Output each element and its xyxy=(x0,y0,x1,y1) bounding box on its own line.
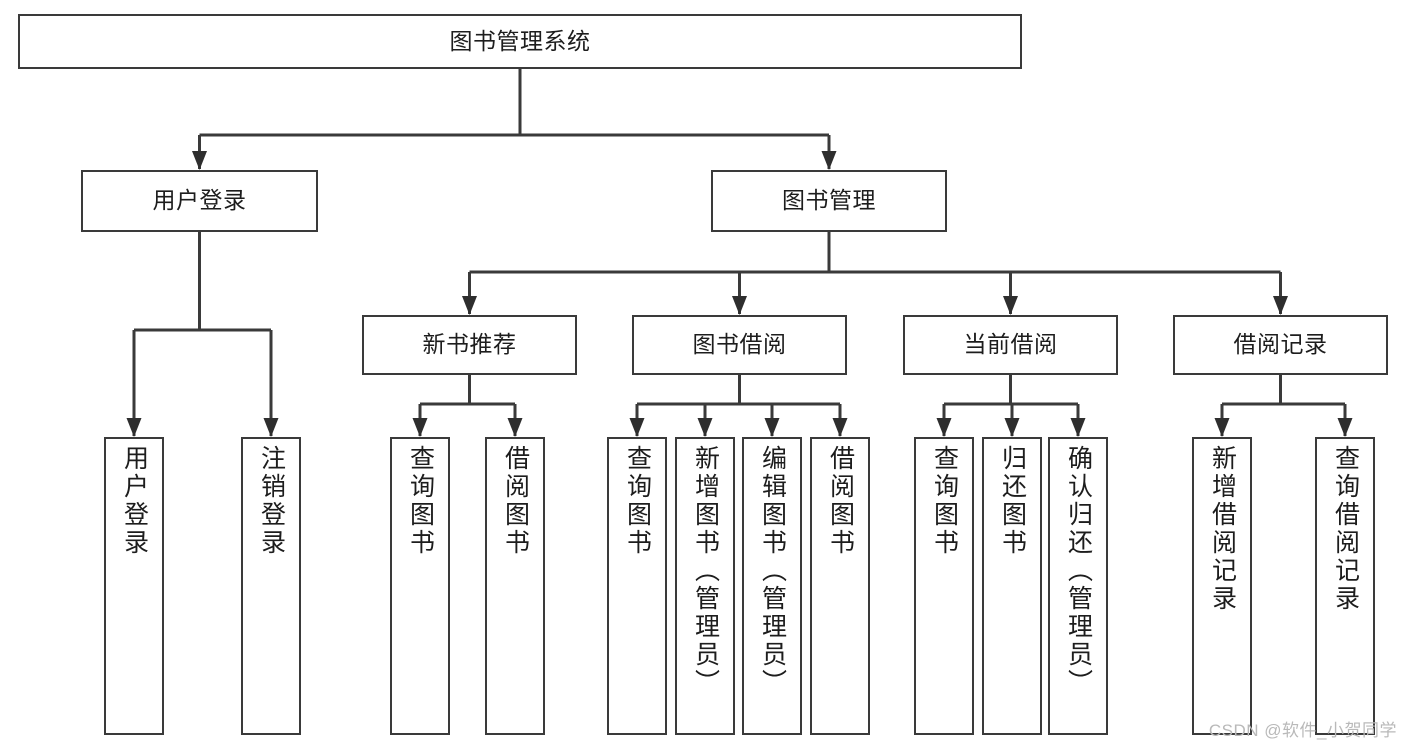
node-l3-new-book-rec[interactable]: 新书推荐 xyxy=(362,315,577,375)
node-label: 借阅图书 xyxy=(501,445,530,557)
node-label: 编辑图书（管理员） xyxy=(758,445,787,697)
node-leaf-borrow-book-1[interactable]: 借阅图书 xyxy=(485,437,545,735)
node-root[interactable]: 图书管理系统 xyxy=(18,14,1022,69)
node-leaf-borrow-book-2[interactable]: 借阅图书 xyxy=(810,437,870,735)
node-label: 查询图书 xyxy=(930,445,959,557)
node-l3-borrow-record[interactable]: 借阅记录 xyxy=(1173,315,1388,375)
node-leaf-user-login[interactable]: 用户登录 xyxy=(104,437,164,735)
node-label: 查询图书 xyxy=(623,445,652,557)
node-label: 借阅记录 xyxy=(1233,331,1328,358)
node-leaf-query-record[interactable]: 查询借阅记录 xyxy=(1315,437,1375,735)
csdn-watermark: CSDN @软件_小贺同学 xyxy=(1208,721,1397,740)
node-label: 注销登录 xyxy=(257,445,286,557)
node-label: 用户登录 xyxy=(120,445,149,557)
node-leaf-query-book-2[interactable]: 查询图书 xyxy=(607,437,667,735)
node-label: 当前借阅 xyxy=(963,331,1058,358)
node-l3-book-borrow[interactable]: 图书借阅 xyxy=(632,315,847,375)
node-label: 图书借阅 xyxy=(692,331,787,358)
node-l3-current-borrow[interactable]: 当前借阅 xyxy=(903,315,1118,375)
node-leaf-confirm-return[interactable]: 确认归还（管理员） xyxy=(1048,437,1108,735)
node-label: 确认归还（管理员） xyxy=(1064,445,1093,697)
node-label: 用户登录 xyxy=(152,187,247,214)
node-label: 查询图书 xyxy=(406,445,435,557)
node-label: 查询借阅记录 xyxy=(1331,445,1360,613)
node-label: 新增图书（管理员） xyxy=(691,445,720,697)
node-label: 图书管理 xyxy=(782,187,876,214)
node-label: 图书管理系统 xyxy=(449,27,591,54)
node-l2-book-mgmt[interactable]: 图书管理 xyxy=(711,170,947,232)
node-leaf-edit-book[interactable]: 编辑图书（管理员） xyxy=(742,437,802,735)
node-leaf-query-book-1[interactable]: 查询图书 xyxy=(390,437,450,735)
node-l2-user-login[interactable]: 用户登录 xyxy=(81,170,318,232)
node-label: 新增借阅记录 xyxy=(1208,445,1237,613)
node-label: 归还图书 xyxy=(998,445,1027,557)
node-leaf-query-book-3[interactable]: 查询图书 xyxy=(914,437,974,735)
node-leaf-add-record[interactable]: 新增借阅记录 xyxy=(1192,437,1252,735)
node-label: 借阅图书 xyxy=(826,445,855,557)
node-leaf-logout[interactable]: 注销登录 xyxy=(241,437,301,735)
node-leaf-return-book[interactable]: 归还图书 xyxy=(982,437,1042,735)
node-leaf-add-book[interactable]: 新增图书（管理员） xyxy=(675,437,735,735)
node-label: 新书推荐 xyxy=(422,331,517,358)
